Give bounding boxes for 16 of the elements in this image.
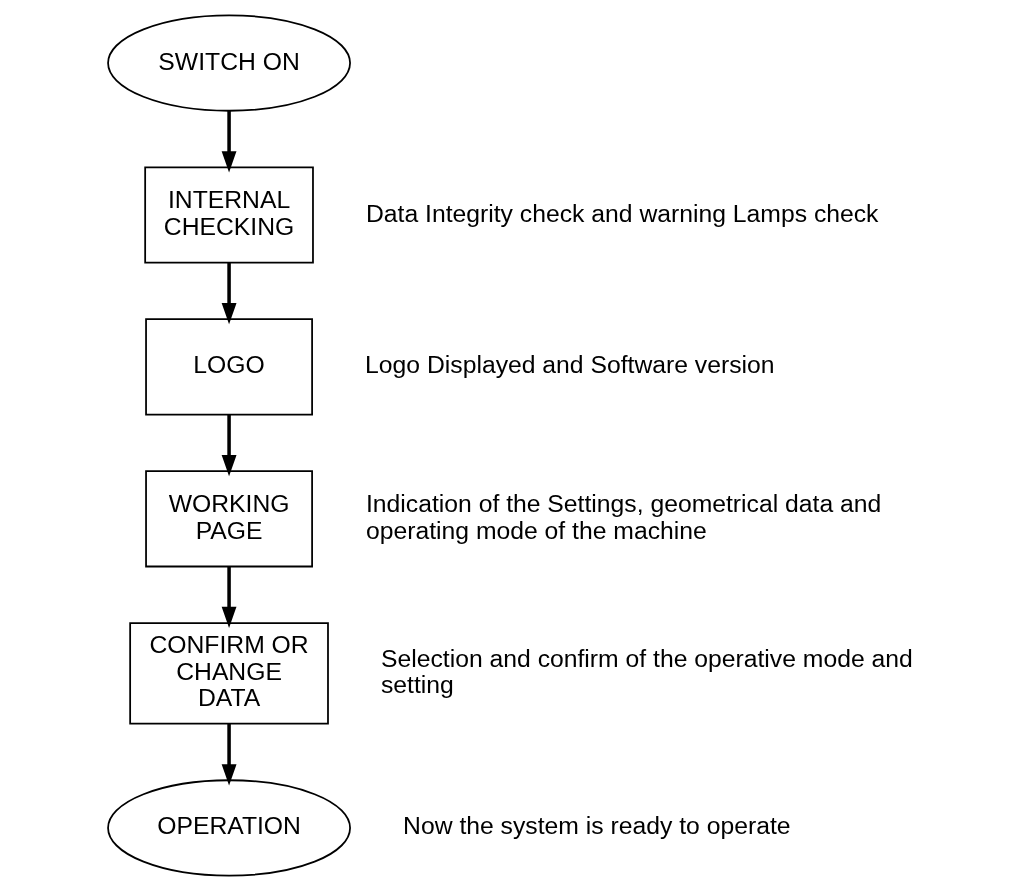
node-label: Selection and confirm of the operative mode and setting xyxy=(380,644,913,699)
node-label: Indication of the Settings, geometrical data and operating mode of the machine xyxy=(365,490,882,544)
node-box: WORKING PAGE xyxy=(145,470,313,568)
arrow xyxy=(221,262,237,325)
node-ellipse: OPERATION xyxy=(107,779,351,877)
arrow xyxy=(221,723,237,786)
arrow xyxy=(221,566,237,628)
node-label: Now the system is ready to operate xyxy=(403,812,791,840)
node-ellipse: SWITCH ON xyxy=(107,14,351,112)
arrow xyxy=(221,110,237,173)
node-box: INTERNAL CHECKING xyxy=(144,166,314,264)
arrow xyxy=(221,414,237,477)
node-box: LOGO xyxy=(145,318,313,416)
node-label: Logo Displayed and Software version xyxy=(365,351,775,379)
node-box: CONFIRM OR CHANGE DATA xyxy=(129,622,329,725)
node-label: Data Integrity check and warning Lamps check xyxy=(365,199,879,227)
